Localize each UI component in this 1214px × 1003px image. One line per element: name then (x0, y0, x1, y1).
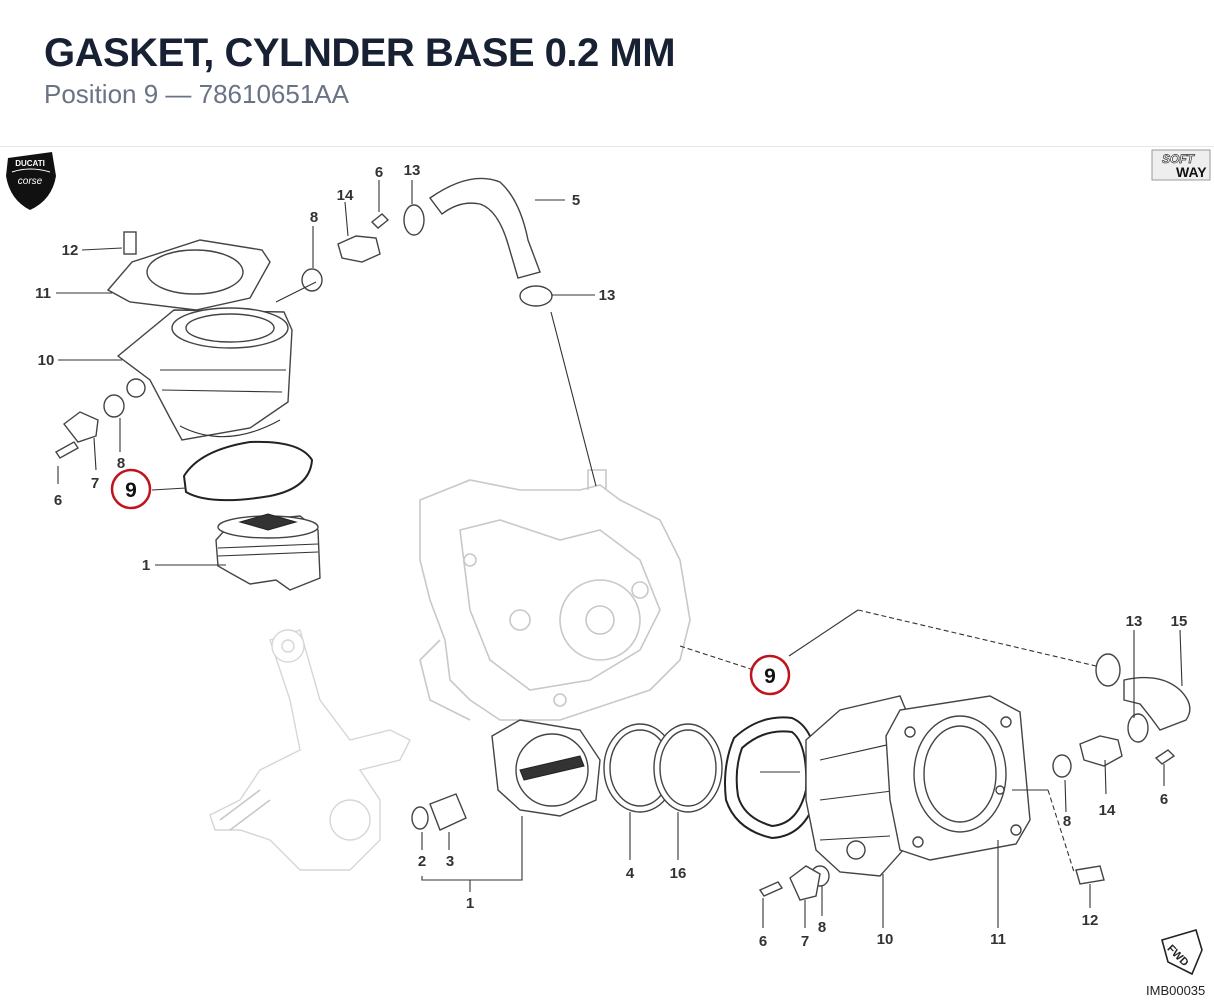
cylinder-base-gasket-upper (182, 440, 314, 502)
bolt-part (54, 441, 80, 459)
page-title: GASKET, CYLNDER BASE 0.2 MM (44, 31, 676, 75)
highlight-callout-upper[interactable]: 9 (110, 468, 152, 510)
softway-badge: SOFT WAY (1151, 149, 1211, 181)
hose-clamp-part-right-top (1095, 653, 1121, 687)
highlight-label-upper: 9 (125, 479, 137, 502)
leader-lines (56, 180, 1183, 928)
callout-12-top: 12 (62, 242, 79, 259)
bolt-part-lower (758, 881, 784, 897)
ducati-corse-logo: DUCATI corse (6, 152, 56, 210)
hose-clamp-part-lower (519, 285, 553, 307)
hose-clamp-part (403, 204, 425, 236)
cover-plate-part-lower (789, 865, 821, 901)
callout-7-left: 7 (91, 475, 99, 492)
callout-13-right: 13 (1126, 613, 1143, 630)
badge-line2: WAY (1176, 164, 1207, 180)
union-fitting-part (337, 235, 381, 263)
callout-3: 3 (446, 853, 454, 870)
callout-5: 5 (572, 192, 580, 209)
callout-6-right: 6 (1160, 791, 1168, 808)
o-ring-part-right (1052, 754, 1072, 778)
callout-10-lower: 10 (877, 931, 894, 948)
callout-15: 15 (1171, 613, 1188, 630)
callout-1-top: 1 (142, 557, 150, 574)
logo-brand: DUCATI (15, 159, 45, 168)
callout-1-lower: 1 (466, 895, 474, 912)
coolant-hose-part (429, 177, 541, 279)
crankshaft-ghost (209, 629, 411, 871)
callout-8-left: 8 (117, 455, 125, 472)
hose-clamp-part-right (1127, 713, 1149, 743)
bolt-part-right (1154, 749, 1176, 765)
circlip-part (411, 806, 429, 830)
highlight-label-lower: 9 (764, 665, 776, 688)
crankcase-ghost (419, 469, 691, 721)
dowel-pin-part-lower (1075, 865, 1105, 885)
callout-8-right: 8 (1063, 813, 1071, 830)
piston-pin-part (429, 793, 467, 831)
callout-14-top: 14 (337, 187, 354, 204)
cover-plate-part (63, 411, 99, 443)
callout-6-lower: 6 (759, 933, 767, 950)
callout-13-top: 13 (404, 162, 421, 179)
head-gasket-part-lower (885, 695, 1031, 861)
dowel-pin-part (123, 231, 137, 255)
callout-13-mid: 13 (599, 287, 616, 304)
header-divider (0, 146, 1214, 147)
piston-part-lower (491, 719, 601, 817)
callout-labels: 6 13 5 14 8 12 11 13 10 8 6 7 1 13 15 8 … (35, 162, 1187, 950)
page-subtitle: Position 9 — 78610651AA (44, 79, 349, 109)
callout-7-lower: 7 (801, 933, 809, 950)
callout-11-top: 11 (35, 285, 51, 302)
cylinder-part (116, 307, 293, 441)
o-ring-part-left (103, 394, 125, 418)
callout-11-lower: 11 (990, 931, 1006, 948)
callout-12-lower: 12 (1082, 912, 1099, 929)
o-ring-part (301, 268, 323, 292)
callout-6-left: 6 (54, 492, 62, 509)
badge-line1: SOFT (1162, 152, 1196, 166)
callout-6-top: 6 (375, 164, 383, 181)
callout-8-lower: 8 (818, 919, 826, 936)
logo-sub: corse (18, 176, 43, 187)
drawing-code: IMB00035 (1146, 983, 1205, 998)
callout-4: 4 (626, 865, 635, 882)
callout-8-top: 8 (310, 209, 318, 226)
callout-16: 16 (670, 865, 687, 882)
piston-part-upper (215, 513, 321, 591)
page-header: GASKET, CYLNDER BASE 0.2 MM Position 9 —… (44, 30, 676, 110)
coolant-hose-part-lower (1123, 676, 1191, 731)
callout-10-top: 10 (38, 352, 55, 369)
callout-2: 2 (418, 853, 426, 870)
callout-14-right: 14 (1099, 802, 1116, 819)
union-fitting-part-lower (1079, 735, 1123, 767)
bolt-part-top (370, 213, 390, 229)
highlight-callout-lower[interactable]: 9 (749, 654, 791, 696)
fwd-arrow-icon: FWD (1161, 929, 1203, 976)
